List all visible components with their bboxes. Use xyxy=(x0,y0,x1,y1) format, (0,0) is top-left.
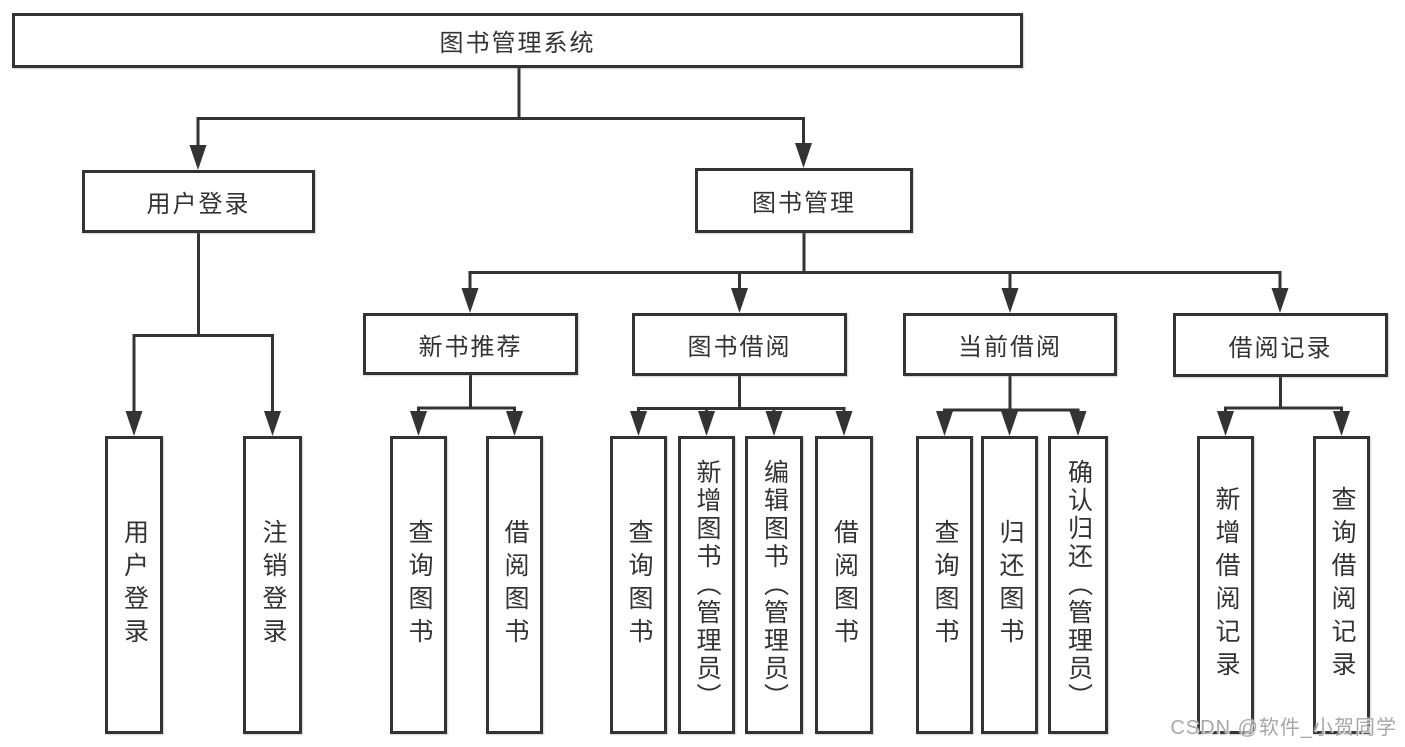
connector xyxy=(417,373,516,416)
leaf-query-borrow-record: 查询借阅记录 xyxy=(1313,436,1370,734)
node-label: 查询图书 xyxy=(405,519,433,651)
leaf-add-books-admin: 新增图书（管理员） xyxy=(678,436,735,734)
arrowhead xyxy=(125,411,143,436)
connector xyxy=(1224,375,1343,416)
node-label: 借阅记录 xyxy=(1228,334,1333,362)
node-label: 用户登录 xyxy=(120,519,149,651)
leaf-add-borrow-record: 新增借阅记录 xyxy=(1197,436,1254,734)
node-label: 图书管理系统 xyxy=(439,30,596,57)
node-label: 编辑图书（管理员） xyxy=(760,459,789,711)
node-label: 归还图书 xyxy=(996,519,1024,651)
node-label: 新增借阅记录 xyxy=(1212,486,1240,684)
arrowhead xyxy=(698,411,715,436)
leaf-borrow-books: 借阅图书 xyxy=(815,436,873,734)
node-label: 确认归还（管理员） xyxy=(1064,459,1093,711)
node-label: 借阅图书 xyxy=(501,519,529,651)
leaf-query-books: 查询图书 xyxy=(390,436,447,734)
arrowhead xyxy=(1333,411,1350,436)
csdn-watermark: CSDN @软件_小贺同学 xyxy=(1170,717,1397,739)
leaf-return-books: 归还图书 xyxy=(981,436,1038,734)
arrowhead xyxy=(1271,288,1289,313)
node-label: 新增图书（管理员） xyxy=(693,459,721,711)
node-book-borrow: 图书借阅 xyxy=(632,313,847,376)
node-borrow-records: 借阅记录 xyxy=(1173,313,1388,377)
node-label: 图书借阅 xyxy=(687,334,792,361)
arrowhead xyxy=(461,288,479,313)
node-label: 借阅图书 xyxy=(830,519,859,651)
arrowhead xyxy=(1001,288,1019,313)
connector xyxy=(196,66,805,150)
arrowhead xyxy=(506,411,523,436)
node-library-management-system: 图书管理系统 xyxy=(12,13,1023,68)
node-label: 注销登录 xyxy=(259,519,287,651)
connector xyxy=(943,374,1080,416)
node-label: 图书管理 xyxy=(752,190,856,217)
arrowhead xyxy=(264,411,281,436)
node-new-book-recommend: 新书推荐 xyxy=(363,313,578,375)
connector xyxy=(132,231,274,416)
leaf-edit-books-admin: 编辑图书（管理员） xyxy=(745,436,803,734)
node-book-management: 图书管理 xyxy=(695,168,913,233)
arrowhead xyxy=(189,145,207,170)
node-label: 查询图书 xyxy=(625,519,653,651)
node-label: 当前借阅 xyxy=(958,334,1062,361)
leaf-confirm-return-admin: 确认归还（管理员） xyxy=(1048,436,1108,734)
node-label: 用户登录 xyxy=(146,191,251,218)
connector xyxy=(468,231,1282,293)
arrowhead xyxy=(410,411,427,436)
arrowhead xyxy=(936,411,953,436)
connector xyxy=(637,374,846,416)
node-label: 查询图书 xyxy=(931,519,959,651)
node-current-borrow: 当前借阅 xyxy=(903,313,1117,376)
leaf-query-books: 查询图书 xyxy=(610,436,667,734)
arrowhead xyxy=(1001,411,1018,436)
leaf-user-login: 用户登录 xyxy=(105,436,163,734)
arrowhead xyxy=(795,143,812,168)
arrowhead xyxy=(835,411,853,436)
leaf-borrow-books: 借阅图书 xyxy=(486,436,543,734)
arrowhead xyxy=(1217,411,1234,436)
arrowhead xyxy=(765,411,783,436)
node-label: 查询借阅记录 xyxy=(1328,486,1356,684)
arrowhead xyxy=(1069,411,1087,436)
leaf-logout: 注销登录 xyxy=(243,436,302,734)
arrowhead xyxy=(630,411,647,436)
node-user-login: 用户登录 xyxy=(82,170,315,233)
leaf-query-books: 查询图书 xyxy=(916,436,973,734)
node-label: 新书推荐 xyxy=(418,333,523,361)
arrowhead xyxy=(731,288,748,313)
